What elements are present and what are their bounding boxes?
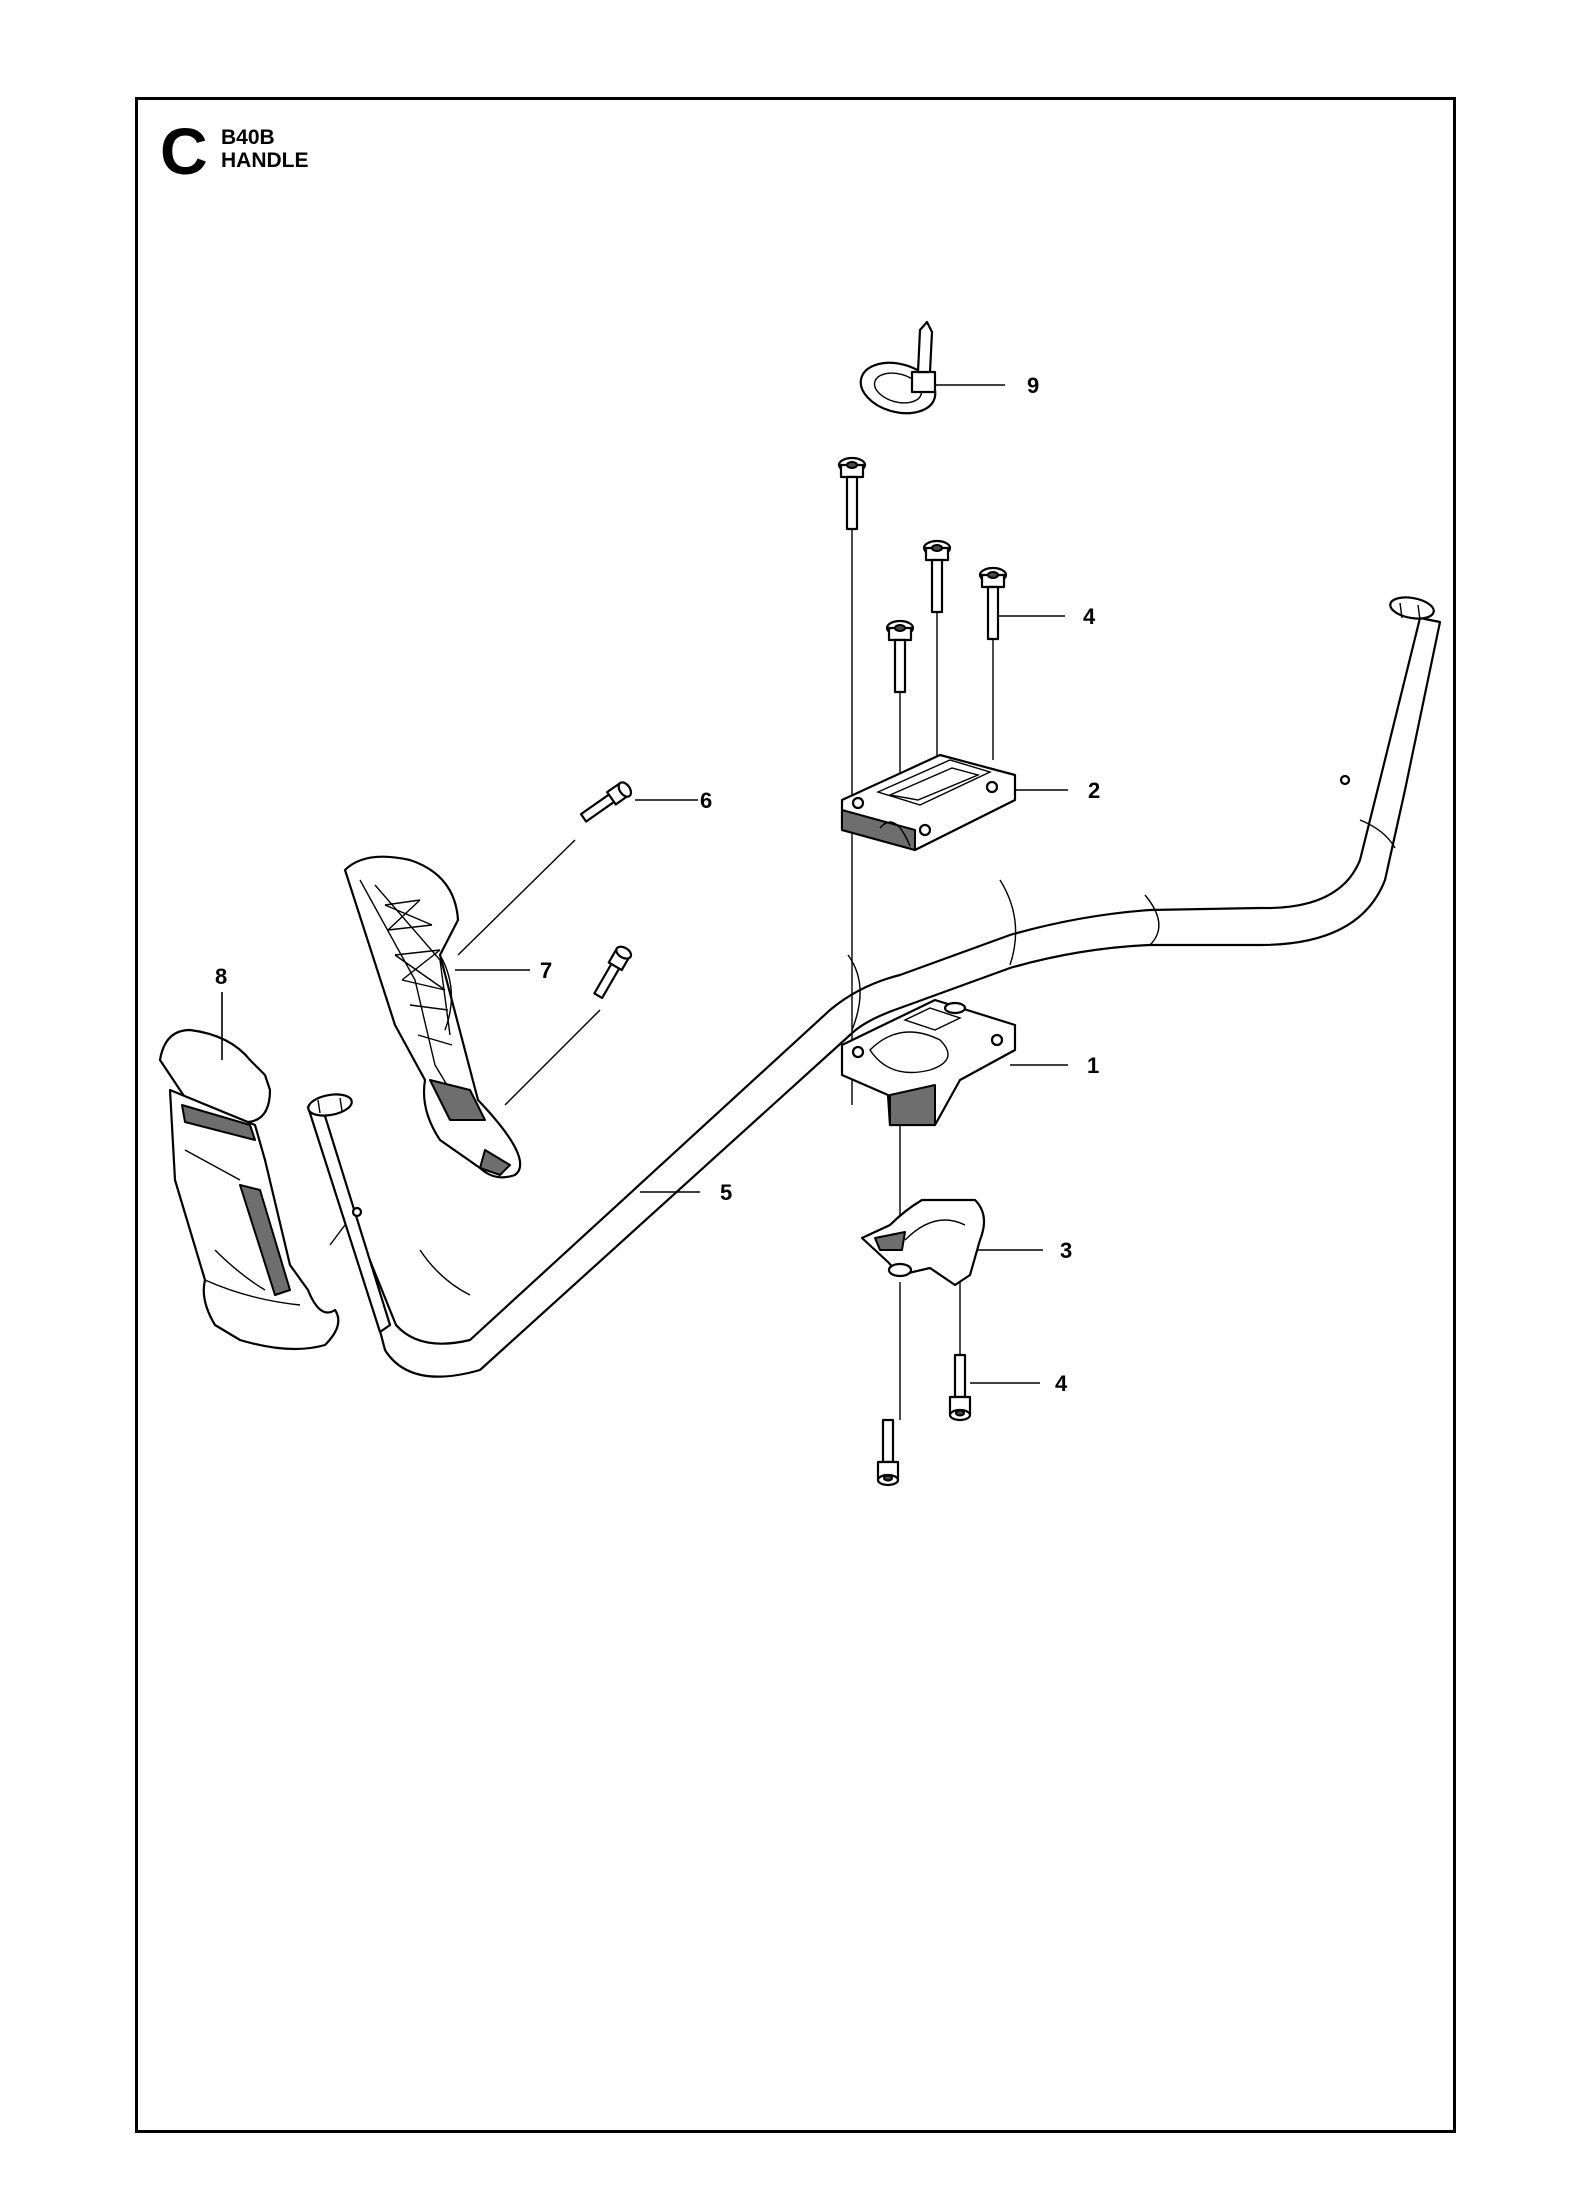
handlebar-tube — [306, 596, 1442, 1378]
handle-screws — [329, 781, 633, 1246]
upper-clamp-screws — [837, 456, 1008, 1105]
callout-7: 7 — [540, 958, 552, 983]
handle-inner-half — [343, 855, 522, 1179]
drawing-frame — [135, 97, 1456, 2133]
callout-3: 3 — [1060, 1238, 1072, 1263]
callout-2: 2 — [1088, 778, 1100, 803]
callout-6: 6 — [700, 788, 712, 813]
callout-9: 9 — [1027, 373, 1039, 398]
callout-8: 8 — [215, 964, 227, 989]
callout-leaders — [221, 384, 1068, 1384]
section-letter: C — [160, 114, 208, 188]
lower-clamp — [840, 998, 1017, 1240]
clamp-half — [860, 1198, 986, 1420]
upper-clamp — [840, 753, 1017, 852]
callout-4-bottom: 4 — [1055, 1371, 1068, 1396]
callout-1: 1 — [1087, 1053, 1099, 1078]
model-title: B40B — [221, 126, 275, 149]
handle-grip — [158, 1028, 340, 1351]
callout-5: 5 — [720, 1180, 732, 1205]
callout-numbers: 9 4 2 1 3 4 5 6 7 8 — [215, 373, 1100, 1396]
callout-4-top: 4 — [1083, 604, 1096, 629]
lower-clamp-screws — [876, 1353, 972, 1487]
cable-clip — [859, 320, 937, 415]
assembly-title: HANDLE — [221, 149, 309, 172]
